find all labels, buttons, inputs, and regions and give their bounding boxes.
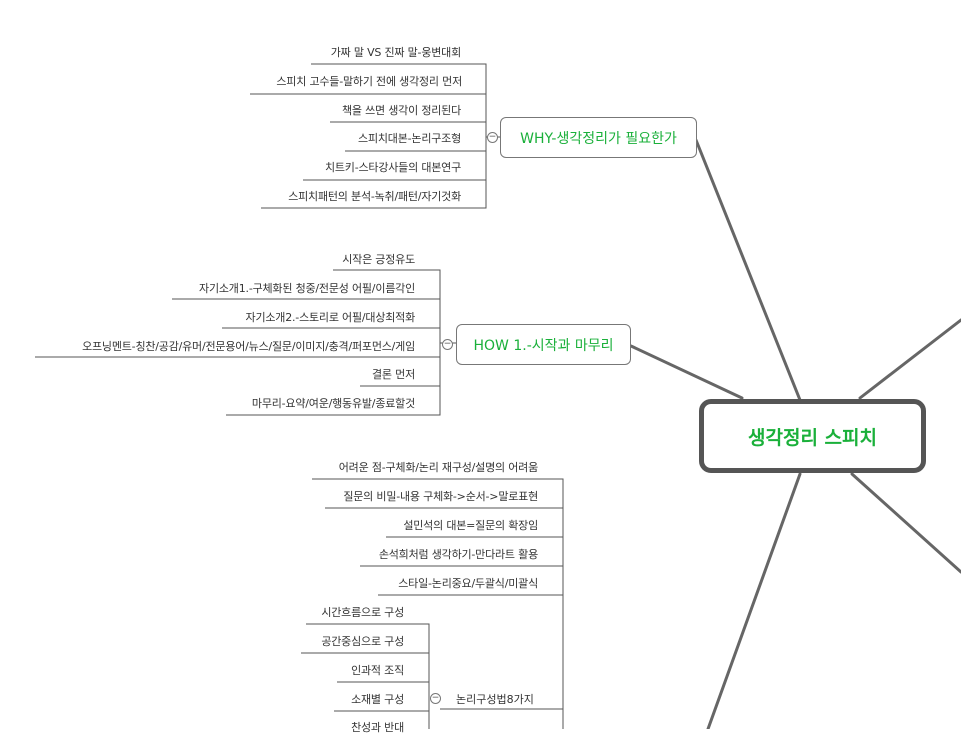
- leaf-sub-5[interactable]: 찬성과 반대: [351, 721, 404, 734]
- trunk-right-down: [850, 472, 961, 574]
- leaf-b3-4[interactable]: 손석희처럼 생각하기-만다라트 활용: [378, 548, 538, 561]
- leaf-how1-5[interactable]: 결론 먼저: [372, 368, 415, 381]
- leaf-why-3[interactable]: 책을 쓰면 생각이 정리된다: [341, 104, 461, 117]
- leaf-why-4[interactable]: 스피치대본-논리구조형: [358, 132, 461, 145]
- leaf-b3-2[interactable]: 질문의 비밀-내용 구체화->순서->말로표현: [343, 490, 538, 503]
- leaf-b3-1[interactable]: 어려운 점-구체화/논리 재구성/설명의 어려움: [338, 461, 538, 474]
- trunk-bottom: [706, 472, 802, 729]
- leaf-how1-4[interactable]: 오프닝멘트-칭찬/공감/유머/전문용어/뉴스/질문/이미지/충격/퍼포먼스/게임: [82, 340, 415, 353]
- branch-how1-node[interactable]: HOW 1.-시작과 마무리: [456, 324, 631, 365]
- collapse-toggle-icon[interactable]: −: [430, 693, 441, 704]
- leaf-sub-2[interactable]: 공간중심으로 구성: [321, 635, 404, 648]
- leaf-sub-3[interactable]: 인과적 조직: [351, 664, 404, 677]
- leaf-how1-3[interactable]: 자기소개2.-스토리로 어필/대상최적화: [245, 311, 416, 324]
- central-topic-node[interactable]: 생각정리 스피치: [699, 399, 926, 473]
- trunk-right-up: [858, 318, 961, 400]
- leaf-sub-1[interactable]: 시간흐름으로 구성: [321, 606, 404, 619]
- branch-how1-label: HOW 1.-시작과 마무리: [473, 337, 614, 354]
- collapse-toggle-icon[interactable]: −: [487, 132, 498, 143]
- collapse-toggle-icon[interactable]: −: [442, 339, 453, 350]
- leaf-how1-1[interactable]: 시작은 긍정유도: [342, 253, 415, 266]
- leaf-b3-5[interactable]: 스타일-논리중요/두괄식/미괄식: [398, 577, 538, 590]
- branch-why-label: WHY-생각정리가 필요한가: [520, 130, 677, 147]
- leaf-why-5[interactable]: 치트키-스타강사들의 대본연구: [324, 161, 461, 174]
- leaf-why-6[interactable]: 스피치패턴의 분석-녹취/패턴/자기것화: [288, 190, 461, 203]
- leaf-why-1[interactable]: 가짜 말 VS 진짜 말-웅변대회: [330, 46, 461, 59]
- leaf-sub-4[interactable]: 소재별 구성: [351, 693, 404, 706]
- trunk-why: [694, 138, 802, 402]
- leaf-why-2[interactable]: 스피치 고수들-말하기 전에 생각정리 먼저: [276, 75, 462, 88]
- branch-why-node[interactable]: WHY-생각정리가 필요한가: [500, 117, 697, 158]
- leaf-b3-3[interactable]: 설민석의 대본=질문의 확장임: [403, 519, 538, 532]
- trunk-how1: [629, 344, 744, 400]
- leaf-how1-6[interactable]: 마무리-요약/여운/행동유발/종료할것: [251, 397, 415, 410]
- sub-branch-logic-label[interactable]: 논리구성법8가지: [456, 693, 534, 706]
- central-topic-label: 생각정리 스피치: [748, 426, 877, 449]
- leaf-how1-2[interactable]: 자기소개1.-구체화된 청중/전문성 어필/이름각인: [199, 282, 415, 295]
